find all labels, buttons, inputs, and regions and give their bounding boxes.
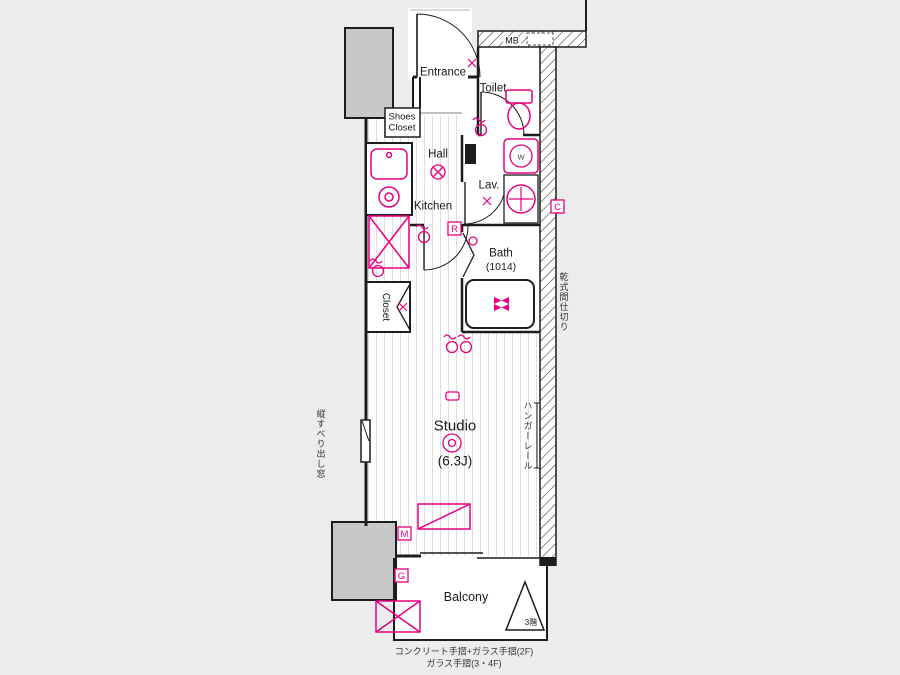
balcony-service-box-icon — [375, 600, 421, 633]
marker-box-r — [447, 221, 462, 236]
balcony-sliding-window — [420, 552, 540, 559]
kitchen-sink-icon — [370, 148, 408, 180]
room-label-bath-size: (1014) — [485, 260, 517, 273]
entrance-door-icon — [416, 13, 481, 78]
outlet-icon — [415, 224, 431, 244]
washer-pan-icon — [503, 138, 539, 174]
fridge-space-icon — [368, 215, 410, 269]
evacuation-hatch-icon — [504, 579, 546, 631]
label-floor-3: 3階 — [524, 618, 538, 627]
shower-icon — [468, 236, 478, 246]
room-label-hall: Hall — [428, 148, 448, 161]
label-hanger-rail: ハンガーレール — [522, 401, 533, 471]
label-mb: MB — [503, 35, 521, 46]
room-label-studio: Studio — [433, 417, 477, 435]
room-label-shoes-closet: Closet — [388, 122, 416, 134]
balcony-wall — [393, 558, 548, 641]
room-label-lav: Lav. — [478, 179, 500, 192]
stove-icon — [378, 186, 400, 208]
room-label-kitchen: Kitchen — [413, 200, 453, 213]
marker-label-g: G — [398, 571, 405, 582]
room-label-balcony: Balcony — [443, 589, 489, 604]
entrance-cross-mark — [467, 58, 477, 68]
marker-box-m — [397, 526, 412, 541]
meter-box — [526, 32, 554, 46]
label-railing-note-1: コンクリート手摺+ガラス手摺(2F) — [394, 646, 534, 657]
bed-icon — [417, 503, 471, 530]
casement-window-icon — [360, 419, 371, 463]
marker-label-m: M — [401, 529, 409, 540]
label-railing-note-2: ガラス手摺(3・4F) — [426, 658, 502, 669]
closet-box — [365, 281, 411, 333]
bath-valve-icon — [494, 297, 509, 311]
pillar-top-left — [344, 27, 394, 119]
outlet-icon — [369, 258, 385, 278]
room-label-toilet: Toilet — [479, 82, 507, 95]
ceiling-rose-icon — [442, 433, 462, 453]
pillar-bottom-left — [331, 521, 397, 601]
marker-box-g — [394, 568, 409, 583]
bath-folding-door-icon — [462, 232, 475, 278]
outlet-icon — [472, 117, 488, 137]
label-dry-partition: 乾式間仕切り — [558, 272, 569, 332]
outlet-icon — [443, 334, 459, 354]
toilet-icon — [505, 89, 533, 130]
marker-label-c: C — [554, 202, 561, 213]
stove-inner-icon — [384, 192, 394, 202]
intercom-icon — [445, 391, 460, 401]
room-label-shoes: Shoes — [388, 111, 416, 123]
label-washer: W — [517, 152, 525, 162]
room-label-bath: Bath — [489, 247, 513, 260]
bathtub-icon — [465, 279, 535, 329]
door-cross-mark — [482, 196, 492, 206]
faucet-icon — [385, 151, 393, 159]
marker-box-c — [550, 199, 565, 214]
room-label-closet: Closet — [380, 292, 391, 322]
label-casement-window: 縦すべり出し窓 — [315, 409, 326, 479]
closet-door-mark — [398, 302, 408, 312]
closet-bifold-door-icon — [396, 283, 411, 331]
shoes-closet-box — [384, 107, 421, 138]
hanger-rail-line — [534, 402, 540, 469]
room-label-entrance: Entrance — [419, 66, 467, 79]
room-label-studio-size: (6.3J) — [437, 453, 473, 469]
pipe-space — [465, 144, 476, 164]
outlet-icon — [457, 334, 473, 354]
hatched-wall-right — [539, 46, 557, 566]
wash-basin-icon — [503, 174, 539, 224]
studio-door-icon — [423, 225, 469, 271]
marker-boxes: C R M G — [394, 199, 565, 583]
outlet-icons — [369, 117, 488, 354]
marker-label-r: R — [451, 224, 458, 235]
ceiling-light-icon — [430, 164, 446, 180]
